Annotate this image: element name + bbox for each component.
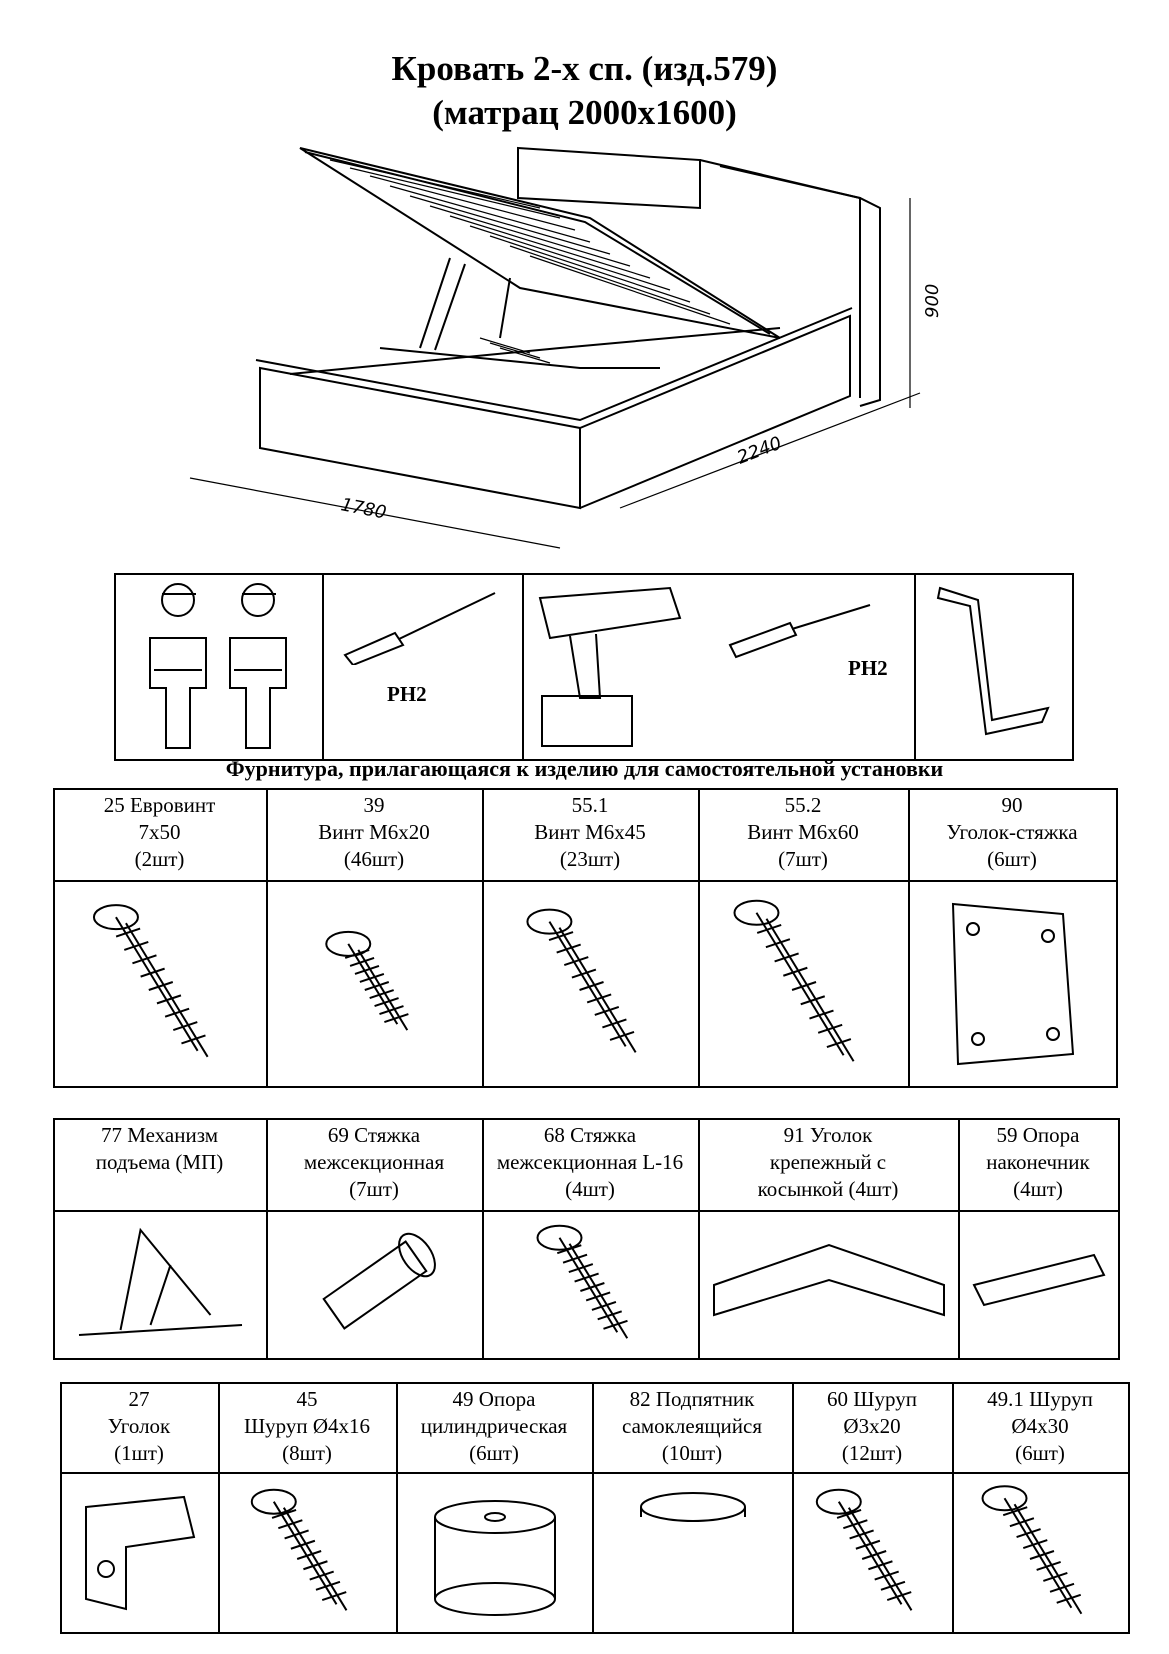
bed-drawing: 1780 2240 900 <box>189 146 943 549</box>
screw-m6x45-text-1: 55.1 <box>571 793 609 817</box>
wood-screw-icon <box>250 1488 348 1611</box>
screw-m6x45-text-2: Винт М6х45 <box>534 820 646 844</box>
cylindrical-support-text-2: цилиндрическая <box>420 1414 568 1438</box>
screw-4x30-text-3: (6шт) <box>1015 1441 1065 1465</box>
support-tip-59-text-3: (4шт) <box>1013 1177 1063 1201</box>
support-tip-icon <box>972 1253 1106 1307</box>
corner-bracket-90-text-3: (6шт) <box>987 847 1037 871</box>
mounting-corner-91-text-2: крепежный с <box>769 1150 887 1174</box>
screw-m6x20-text-3: (46шт) <box>343 847 405 871</box>
section-connector-68-l16-text-3: (4шт) <box>565 1177 615 1201</box>
hex-key-icon <box>936 586 1050 736</box>
small-screw-icon <box>815 1488 913 1611</box>
screw-m6x20-text-2: Винт М6х20 <box>318 820 430 844</box>
section-connector-69-text-1: 69 Стяжка <box>327 1123 421 1147</box>
screw-4x16-text-1: 45 <box>296 1387 318 1411</box>
drill-bit-label: PH2 <box>848 656 888 680</box>
cylindrical-support-text-3: (6шт) <box>469 1441 519 1465</box>
screw-3x20-text-2: Ø3х20 <box>843 1414 901 1438</box>
dimension-width: 1780 <box>339 494 388 523</box>
connector-with-screw-icon <box>536 1224 629 1339</box>
cylindrical-support-text-1: 49 Опора <box>452 1387 536 1411</box>
dimension-length: 2240 <box>734 433 784 469</box>
section-connector-68-l16-text-2: межсекционная L-16 <box>496 1150 684 1174</box>
corner-27-text-3: (1шт) <box>114 1441 164 1465</box>
corner-bracket-90-text-1: 90 <box>1001 793 1023 817</box>
screwdriver-icon <box>343 592 496 665</box>
screw-4x30-text-1: 49.1 Шуруп <box>987 1387 1093 1411</box>
corner-plate-icon <box>951 902 1075 1066</box>
corner-bracket-90-image-cell <box>908 880 1118 1088</box>
connector-icon <box>322 1232 436 1330</box>
section-connector-69-text-3: (7шт) <box>349 1177 399 1201</box>
corner-icon <box>85 1495 196 1611</box>
pad-icon <box>640 1492 746 1522</box>
screw-4x30-image-cell <box>952 1472 1130 1634</box>
lift-mechanism-icon <box>78 1227 243 1336</box>
eurovint-7x50-text-2: 7х50 <box>138 820 181 844</box>
section-connector-68-l16-text-1: 68 Стяжка <box>543 1123 637 1147</box>
page-title: Кровать 2-х сп. (изд.579) <box>391 49 778 88</box>
lift-mechanism-text-1: 77 Механизм <box>101 1123 218 1147</box>
screw-short-icon <box>325 930 409 1031</box>
corner-bracket-90-text-2: Уголок-стяжка <box>946 820 1078 844</box>
screw-4x30-text-2: Ø4х30 <box>1011 1414 1069 1438</box>
screw-4x16-text-3: (8шт) <box>282 1441 332 1465</box>
corner-bracket-icon <box>713 1243 945 1317</box>
dimension-height: 900 <box>922 284 943 318</box>
adhesive-pad-text-3: (10шт) <box>661 1441 723 1465</box>
screw-medium-icon <box>526 908 637 1053</box>
screw-3x20-text-1: 60 Шуруп <box>827 1387 917 1411</box>
screw-m6x60-text-2: Винт М6х60 <box>747 820 859 844</box>
long-screw-icon <box>981 1485 1083 1615</box>
support-tip-59-text-1: 59 Опора <box>996 1123 1080 1147</box>
mounting-corner-91-text-3: косынкой (4шт) <box>757 1177 899 1201</box>
screw-m6x60-text-1: 55.2 <box>784 793 822 817</box>
support-tip-59-text-2: наконечник <box>986 1150 1090 1174</box>
drill-icon <box>538 586 682 747</box>
eurovint-7x50-text-3: (2шт) <box>134 847 185 871</box>
workers-icon <box>149 583 287 749</box>
screw-m6x45-text-3: (23шт) <box>559 847 621 871</box>
tools-cell-hex-key <box>914 573 1074 761</box>
corner-27-text-1: 27 <box>128 1387 150 1411</box>
section-connector-69-text-2: межсекционная <box>303 1150 445 1174</box>
mounting-corner-91-text-1: 91 Уголок <box>783 1123 873 1147</box>
eurovint-icon <box>92 904 209 1058</box>
eurovint-7x50-text-1: 25 Евровинт <box>103 793 216 817</box>
corner-27-text-2: Уголок <box>107 1414 171 1438</box>
support-tip-59-image-cell <box>958 1210 1120 1360</box>
lift-mechanism-text-2: подъема (МП) <box>95 1150 224 1174</box>
screw-m6x60-text-3: (7шт) <box>778 847 828 871</box>
screwdriver-label: PH2 <box>387 682 427 706</box>
screw-3x20-text-3: (12шт) <box>841 1441 903 1465</box>
adhesive-pad-text-2: самоклеящийся <box>622 1414 762 1438</box>
screw-long-icon <box>733 899 855 1062</box>
drill-bit-icon <box>728 604 871 659</box>
page-subtitle: (матрац 2000х1600) <box>432 93 737 132</box>
screw-m6x20-text-1: 39 <box>363 793 385 817</box>
screw-4x16-text-2: Шуруп Ø4х16 <box>243 1414 371 1438</box>
cylinder-support-icon <box>434 1500 556 1616</box>
adhesive-pad-text-1: 82 Подпятник <box>629 1387 755 1411</box>
hardware-title: Фурнитура, прилагающаяся к изделию для с… <box>225 756 944 781</box>
